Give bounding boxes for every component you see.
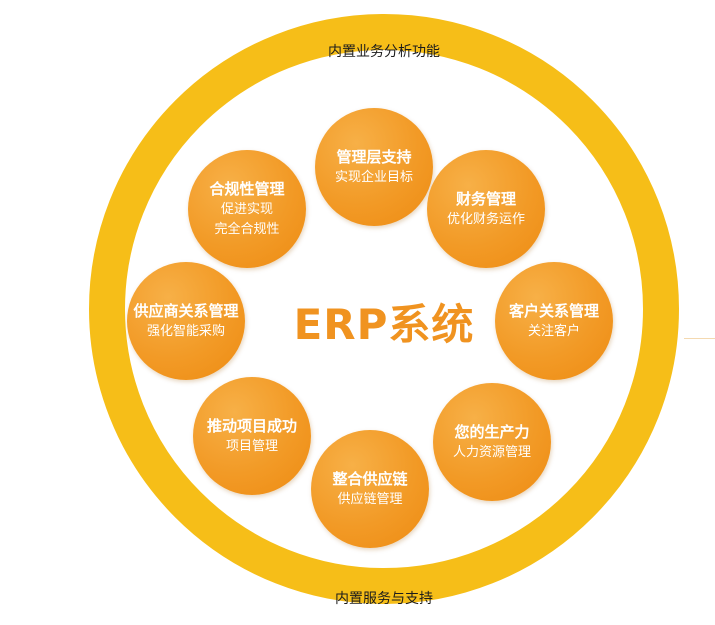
node-title: 合规性管理 (209, 179, 285, 198)
node-subtitle: 促进实现 (220, 201, 273, 217)
node-title: 供应商关系管理 (133, 301, 239, 320)
node-subtitle-2: 完全合规性 (214, 221, 280, 237)
node-productivity[interactable]: 您的生产力 人力资源管理 (433, 383, 551, 501)
node-subtitle: 项目管理 (225, 438, 278, 454)
ring-top-label: 内置业务分析功能 (328, 44, 440, 60)
node-supplier-relationship[interactable]: 供应商关系管理 强化智能采购 (127, 262, 245, 380)
node-financial-management[interactable]: 财务管理 优化财务运作 (427, 150, 545, 268)
node-title: 推动项目成功 (206, 416, 297, 435)
node-compliance-management[interactable]: 合规性管理 促进实现 完全合规性 (188, 150, 306, 268)
node-subtitle: 优化财务运作 (446, 211, 525, 227)
divider-line (684, 338, 715, 339)
ring-bottom-label: 内置服务与支持 (335, 591, 433, 607)
node-management-support[interactable]: 管理层支持 实现企业目标 (315, 108, 433, 226)
node-project-success[interactable]: 推动项目成功 项目管理 (193, 377, 311, 495)
node-title: 客户关系管理 (508, 301, 599, 320)
node-subtitle: 供应链管理 (337, 491, 403, 507)
node-subtitle: 关注客户 (527, 323, 580, 339)
node-title: 整合供应链 (332, 469, 408, 488)
node-title: 您的生产力 (454, 422, 530, 441)
node-supply-chain[interactable]: 整合供应链 供应链管理 (311, 430, 429, 548)
node-customer-relationship[interactable]: 客户关系管理 关注客户 (495, 262, 613, 380)
node-title: 管理层支持 (336, 147, 412, 166)
center-title: ERP系统 (293, 300, 475, 349)
node-subtitle: 实现企业目标 (334, 169, 413, 185)
node-title: 财务管理 (455, 189, 516, 208)
node-subtitle: 人力资源管理 (452, 444, 531, 460)
node-subtitle: 强化智能采购 (146, 323, 225, 339)
